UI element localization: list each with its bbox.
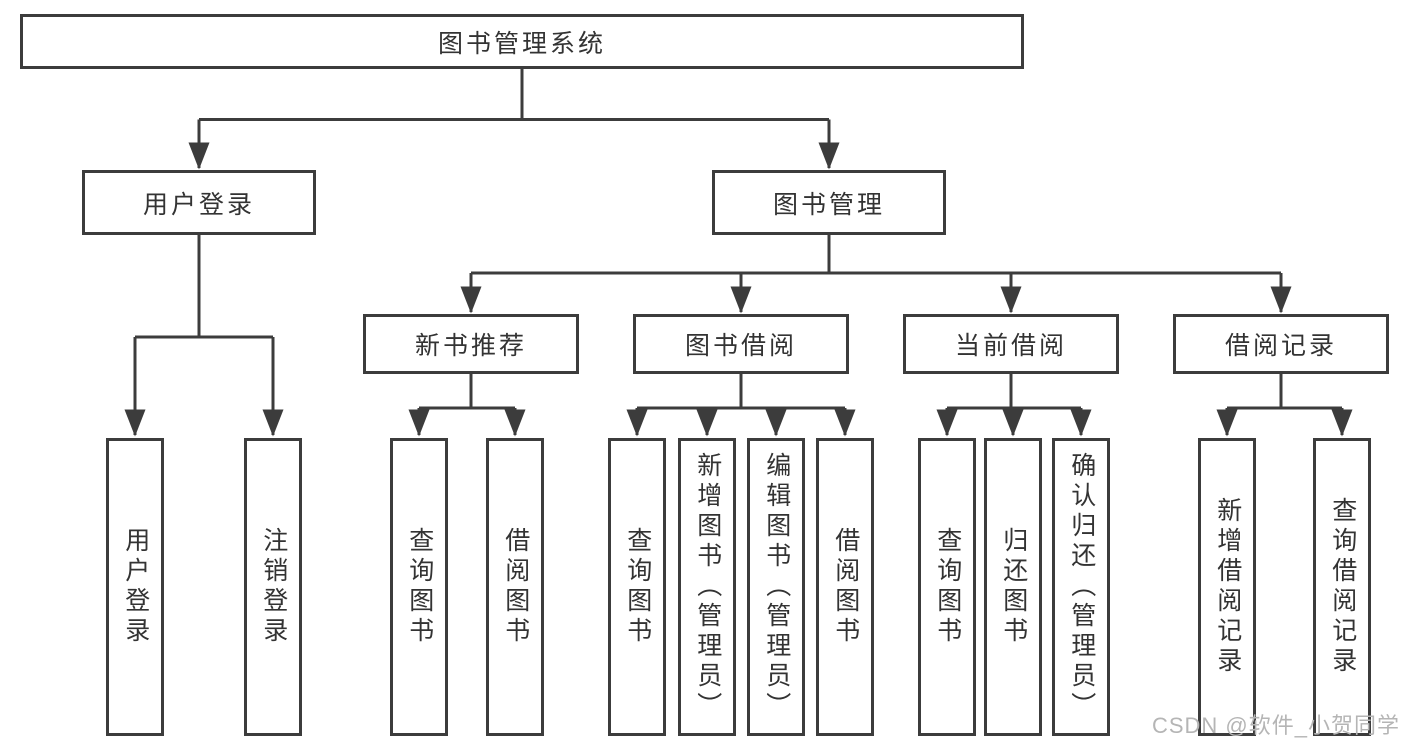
connector-borrow [637,374,845,410]
node-leaf-borrow-query-label: 查询图书 [623,527,652,647]
node-leaf-records-query: 查询借阅记录 [1313,438,1371,736]
node-leaf-logout-label: 注销登录 [259,527,288,647]
node-leaf-newbooks-query: 查询图书 [390,438,448,736]
node-leaf-records-add-label: 新增借阅记录 [1213,497,1242,677]
node-new-books-label: 新书推荐 [414,332,527,360]
node-current-label: 当前借阅 [954,332,1067,360]
connector-new-books [419,374,515,410]
node-records: 借阅记录 [1173,314,1389,374]
node-leaf-borrow-edit-label: 编辑图书（管理员） [762,452,791,722]
node-book-mgmt-label: 图书管理 [772,190,885,219]
node-leaf-newbooks-borrow-label: 借阅图书 [501,527,530,647]
node-user-login-label: 用户登录 [142,190,255,219]
connector-root [199,69,829,121]
node-leaf-records-query-label: 查询借阅记录 [1328,497,1357,677]
node-leaf-logout: 注销登录 [244,438,302,736]
node-user-login: 用户登录 [82,170,316,235]
node-borrow-label: 图书借阅 [684,332,797,360]
node-library-system-label: 图书管理系统 [437,29,606,58]
node-book-mgmt: 图书管理 [712,170,946,235]
node-leaf-borrow-query: 查询图书 [608,438,666,736]
node-leaf-current-confirm-label: 确认归还（管理员） [1067,452,1096,722]
connector-current [947,374,1081,410]
node-current: 当前借阅 [903,314,1119,374]
node-leaf-borrow-add: 新增图书（管理员） [678,438,736,736]
node-leaf-user-login: 用户登录 [106,438,164,736]
node-leaf-newbooks-query-label: 查询图书 [405,527,434,647]
watermark: CSDN @软件_小贺同学 [1151,713,1400,738]
node-leaf-borrow-borrow-label: 借阅图书 [831,527,860,647]
node-new-books: 新书推荐 [363,314,579,374]
node-records-label: 借阅记录 [1224,332,1337,360]
node-library-system: 图书管理系统 [20,14,1024,69]
node-leaf-borrow-edit: 编辑图书（管理员） [747,438,805,736]
node-leaf-borrow-borrow: 借阅图书 [816,438,874,736]
connector-records [1227,374,1342,410]
connector-book-mgmt [471,235,1281,275]
node-leaf-current-return: 归还图书 [984,438,1042,736]
node-leaf-user-login-label: 用户登录 [121,527,150,647]
node-leaf-current-return-label: 归还图书 [999,527,1028,647]
node-leaf-current-query: 查询图书 [918,438,976,736]
node-leaf-records-add: 新增借阅记录 [1198,438,1256,736]
node-borrow: 图书借阅 [633,314,849,374]
node-leaf-current-query-label: 查询图书 [933,527,962,647]
node-leaf-borrow-add-label: 新增图书（管理员） [693,452,722,722]
node-leaf-newbooks-borrow: 借阅图书 [486,438,544,736]
connector-user-login [135,235,273,339]
node-leaf-current-confirm: 确认归还（管理员） [1052,438,1110,736]
